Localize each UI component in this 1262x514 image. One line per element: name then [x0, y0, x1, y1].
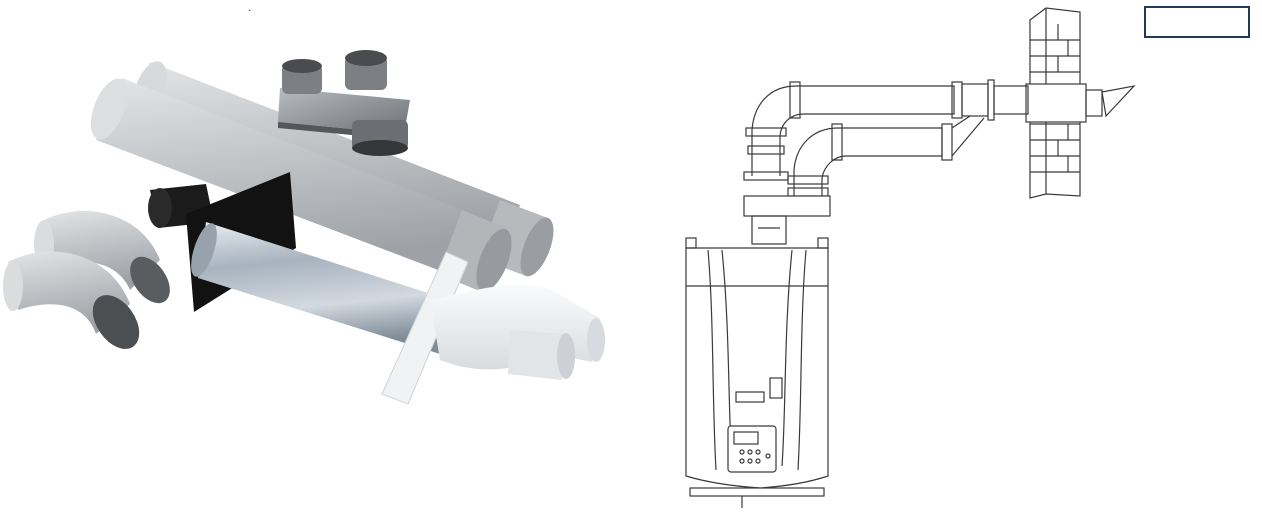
corner-box: [1144, 6, 1250, 38]
boiler-casing: [685, 237, 829, 508]
header-fragment: .: [248, 0, 252, 14]
flue-kit-photo: [3, 50, 605, 405]
twin-adaptor: [278, 50, 410, 156]
aluminium-pipe: [191, 222, 450, 354]
white-terminal: [381, 251, 605, 405]
grey-elbow-top: [34, 210, 170, 304]
control-panel-icon: [727, 425, 777, 473]
grey-elbow-bottom: [3, 251, 140, 349]
